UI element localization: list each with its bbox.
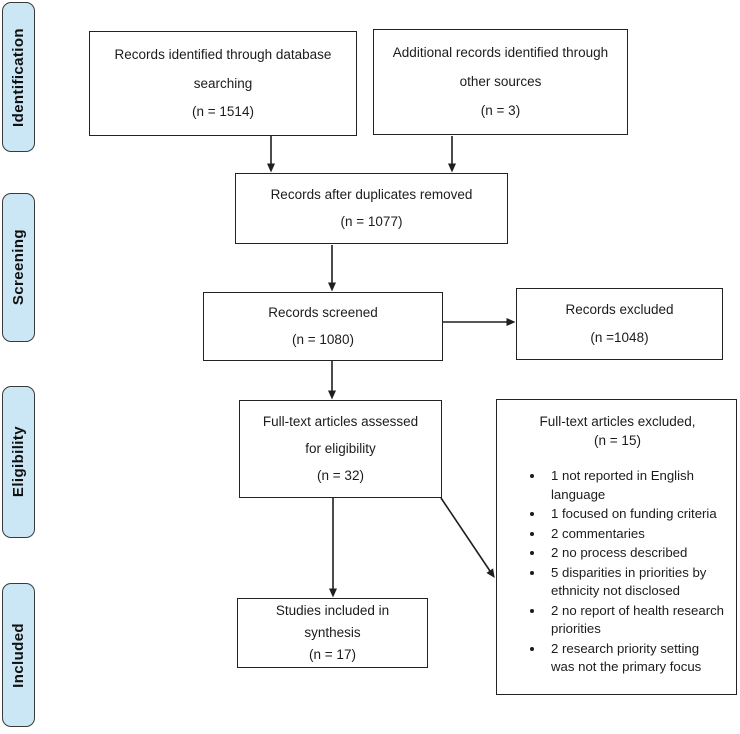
stage-label-eligibility-text: Eligibility bbox=[10, 426, 27, 498]
box-fulltext-articles-excluded: Full-text articles excluded, (n = 15) 1 … bbox=[496, 399, 737, 695]
box-text-line: Additional records identified through bbox=[392, 45, 609, 60]
box-text-line: for eligibility bbox=[305, 441, 376, 456]
fulltext-exclusion-reasons-list: 1 not reported in English language 1 foc… bbox=[509, 467, 726, 677]
box-text-line: searching bbox=[193, 75, 253, 91]
exclusion-reason: 2 commentaries bbox=[545, 525, 726, 544]
box-text-line: Full-text articles assessed bbox=[262, 414, 419, 429]
box-records-identified-database: Records identified through database sear… bbox=[89, 31, 357, 136]
box-text-line: Records identified through database bbox=[114, 46, 332, 62]
box-text-line: Studies included in bbox=[275, 603, 390, 618]
box-records-screened: Records screened (n = 1080) bbox=[203, 292, 443, 361]
box-fulltext-articles-assessed: Full-text articles assessed for eligibil… bbox=[239, 400, 442, 498]
exclusion-reason: 2 research priority setting was not the … bbox=[545, 640, 726, 677]
stage-label-screening-text: Screening bbox=[10, 229, 27, 306]
box-records-excluded: Records excluded (n =1048) bbox=[516, 288, 723, 360]
exclusion-reason: 2 no process described bbox=[545, 544, 726, 563]
stage-label-screening: Screening bbox=[2, 193, 35, 342]
arrow-fulltext-to-ft-excluded bbox=[440, 497, 495, 579]
box-count: (n = 3) bbox=[480, 103, 521, 118]
box-count: (n = 1077) bbox=[340, 214, 403, 229]
box-text-line: other sources bbox=[459, 74, 542, 89]
exclusion-reason: 1 not reported in English language bbox=[545, 467, 726, 504]
box-text-line: Records screened bbox=[268, 305, 378, 321]
stage-label-identification: Identification bbox=[2, 2, 35, 152]
box-records-after-duplicates-removed: Records after duplicates removed (n = 10… bbox=[235, 173, 508, 244]
stage-label-eligibility: Eligibility bbox=[2, 386, 35, 538]
box-count: (n =1048) bbox=[590, 329, 649, 345]
box-text-line: Records excluded bbox=[565, 302, 674, 318]
stage-label-included-text: Included bbox=[10, 622, 27, 688]
box-studies-included-synthesis: Studies included in synthesis (n = 17) bbox=[237, 598, 428, 668]
stage-label-identification-text: Identification bbox=[10, 27, 27, 127]
box-text-line: synthesis bbox=[304, 625, 361, 640]
box-additional-records-other-sources: Additional records identified through ot… bbox=[373, 29, 628, 135]
exclusion-reason: 1 focused on funding criteria bbox=[545, 505, 726, 524]
box-count: (n = 1514) bbox=[192, 104, 254, 120]
fulltext-excluded-title: Full-text articles excluded, bbox=[539, 414, 696, 429]
fulltext-excluded-count: (n = 15) bbox=[594, 433, 641, 448]
stage-label-included: Included bbox=[2, 583, 35, 727]
box-count: (n = 1080) bbox=[292, 331, 354, 347]
box-count: (n = 17) bbox=[309, 647, 356, 662]
box-text-line: Records after duplicates removed bbox=[270, 187, 473, 202]
exclusion-reason: 5 disparities in priorities by ethnicity… bbox=[545, 564, 726, 601]
box-count: (n = 32) bbox=[317, 468, 364, 483]
exclusion-reason: 2 no report of health research prioritie… bbox=[545, 602, 726, 639]
